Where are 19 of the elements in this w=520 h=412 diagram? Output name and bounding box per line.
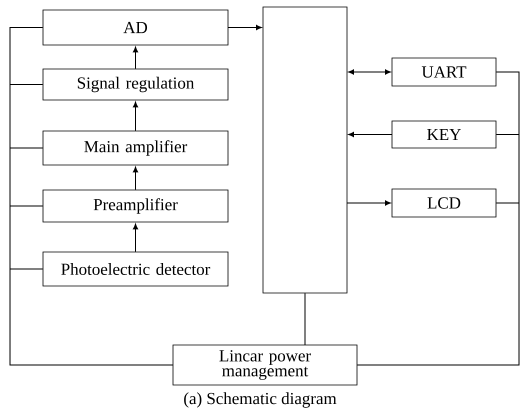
caption: (a) Schematic diagram xyxy=(184,392,336,408)
connector-arrow xyxy=(348,69,391,75)
block-box: LCD xyxy=(392,188,496,218)
connector-arrow xyxy=(132,46,138,70)
block-box: Main amplifier xyxy=(42,130,228,166)
block-box: AD xyxy=(42,10,228,46)
power-box: Lincar power management xyxy=(172,344,358,386)
block-box: UART xyxy=(392,58,496,86)
connector-arrow xyxy=(228,24,262,30)
connector-arrow xyxy=(132,102,138,132)
connector-arrow xyxy=(132,166,138,190)
block-box: Photoelectric detector xyxy=(42,252,228,286)
connector-arrow xyxy=(132,224,138,252)
processor-box xyxy=(262,6,348,294)
connector-arrow xyxy=(346,200,391,206)
block-box: Signal regulation xyxy=(42,68,228,100)
block-box: KEY xyxy=(392,120,496,148)
block-box: Preamplifier xyxy=(42,190,228,222)
connector-arrow xyxy=(348,132,392,138)
